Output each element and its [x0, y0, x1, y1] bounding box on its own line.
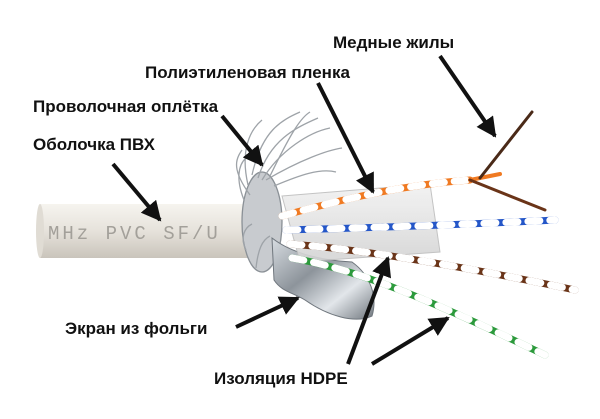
arrow-braid: [220, 114, 264, 167]
pointer-arrows: [111, 54, 497, 366]
jacket-print-text: MHz PVC SF/U: [48, 223, 221, 245]
arrow-hdpe-1: [346, 256, 392, 365]
label-foil-shield: Экран из фольги: [65, 319, 208, 338]
label-pvc-jacket: Оболочка ПВХ: [33, 135, 155, 154]
label-hdpe-insulation: Изоляция HDPE: [214, 369, 348, 388]
pvc-jacket: MHz PVC SF/U: [36, 204, 262, 258]
arrow-pe-film: [316, 82, 375, 194]
label-pe-film: Полиэтиленовая пленка: [145, 63, 350, 82]
arrow-pvc-jacket: [111, 162, 162, 222]
arrow-foil: [235, 296, 300, 329]
label-wire-braid: Проволочная оплётка: [33, 97, 219, 116]
arrow-hdpe-2: [370, 316, 450, 366]
arrow-copper: [438, 54, 497, 138]
twisted-pairs: [278, 110, 579, 359]
label-copper-conductors: Медные жилы: [333, 33, 455, 52]
